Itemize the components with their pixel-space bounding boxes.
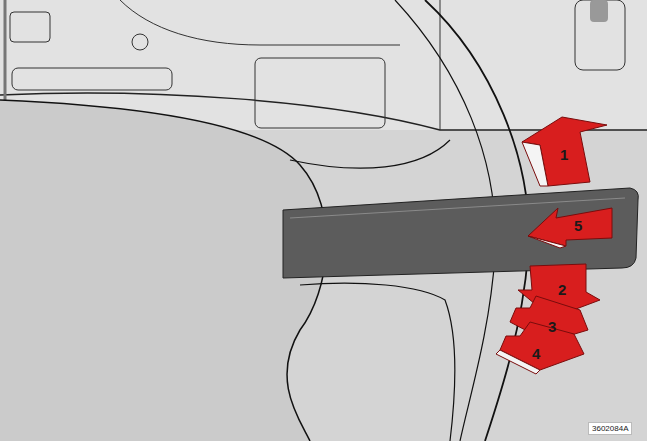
knob bbox=[132, 34, 148, 50]
callout-number: 3 bbox=[548, 318, 556, 335]
panel-outline bbox=[12, 68, 172, 90]
figure-code: 3602084A bbox=[588, 422, 632, 435]
wheel-hub-outline bbox=[0, 100, 326, 441]
callout-number: 2 bbox=[558, 281, 566, 298]
door-handle bbox=[575, 0, 625, 70]
panel-outline bbox=[255, 58, 385, 128]
direction-arrows bbox=[496, 117, 612, 374]
callout-number: 5 bbox=[574, 217, 582, 234]
callout-number: 1 bbox=[560, 146, 568, 163]
column-line bbox=[300, 283, 455, 441]
switch bbox=[590, 0, 608, 22]
arrow-bevel bbox=[528, 236, 566, 248]
panel-line bbox=[120, 0, 400, 45]
arrow-up bbox=[522, 117, 607, 186]
callout-number: 4 bbox=[532, 345, 540, 362]
panel-outline bbox=[10, 12, 50, 42]
panel-line bbox=[440, 0, 441, 130]
column-line bbox=[290, 140, 450, 168]
arrow-bevel bbox=[522, 142, 548, 186]
wheel-hub bbox=[0, 100, 326, 441]
